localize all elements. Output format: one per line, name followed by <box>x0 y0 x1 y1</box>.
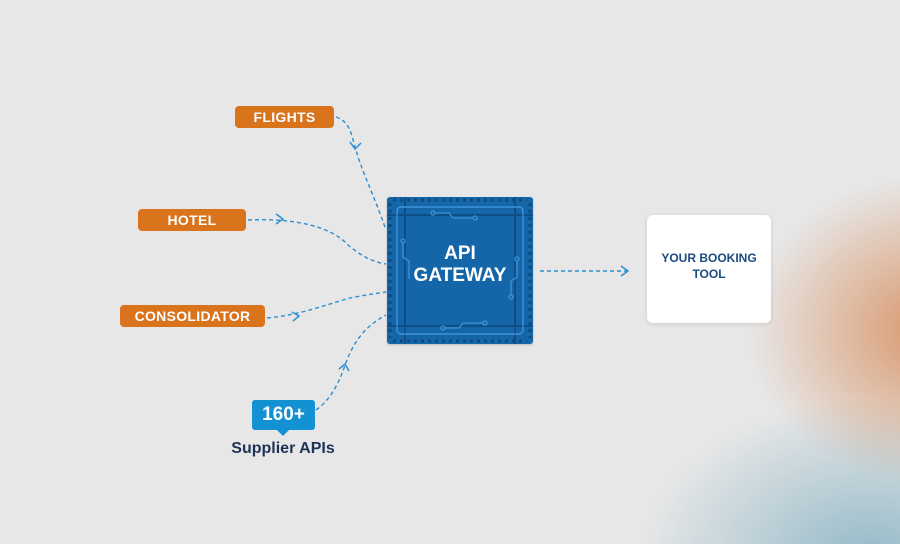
chevron-flights <box>349 141 362 151</box>
api-gateway-chip: API GATEWAY <box>387 197 533 344</box>
booking-tool-label: YOUR BOOKING TOOL <box>647 250 771 282</box>
booking-tool-box: YOUR BOOKING TOOL <box>647 215 771 323</box>
chevron-consolidator <box>291 311 301 322</box>
gateway-title-line2: GATEWAY <box>413 265 507 286</box>
source-hotel: HOTEL <box>138 209 246 231</box>
supplier-count-badge: 160+ <box>252 400 315 436</box>
gateway-title-line1: API <box>444 243 476 264</box>
supplier-apis-caption: Supplier APIs <box>231 440 335 457</box>
gateway-title: API GATEWAY <box>387 243 533 287</box>
arrow-hotel <box>247 218 387 265</box>
chevron-suppliers <box>338 362 350 372</box>
chip-circuit-icon <box>387 197 533 344</box>
booking-tool-line2: TOOL <box>692 267 726 281</box>
arrow-suppliers <box>315 314 387 411</box>
chevron-hotel <box>275 213 285 225</box>
source-consolidator: CONSOLIDATOR <box>120 305 265 327</box>
arrow-consolidator <box>266 291 387 319</box>
source-flights: FLIGHTS <box>235 106 334 128</box>
arrow-flights <box>335 116 387 231</box>
booking-tool-line1: YOUR BOOKING <box>661 251 757 265</box>
chevron-booking-tool <box>620 265 630 277</box>
